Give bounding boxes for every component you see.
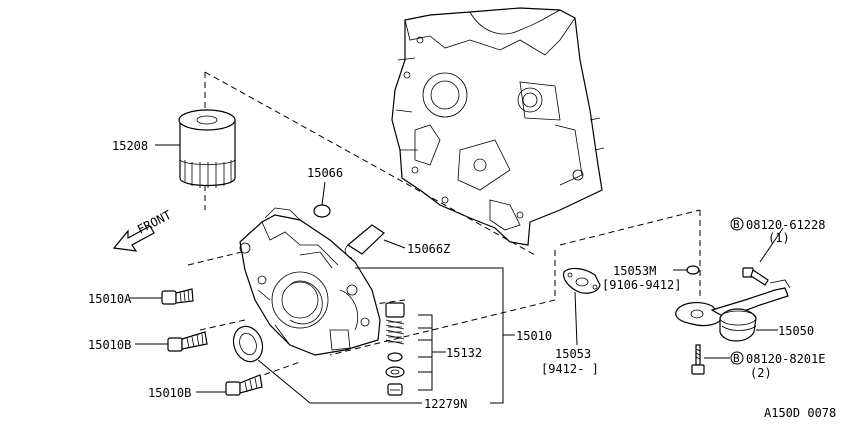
oil-pump-pipe — [344, 224, 385, 259]
strainer-gasket — [562, 267, 601, 294]
label-bolt-upper-symbol: B — [733, 218, 740, 231]
leader-o-ring — [321, 181, 326, 206]
strainer-bolt-lower — [691, 344, 705, 375]
o-ring — [313, 204, 331, 218]
b-symbol-upper — [730, 217, 744, 231]
label-oil-pump-pipe: 15066Z — [407, 242, 450, 256]
label-o-ring: 15066 — [307, 166, 343, 180]
diagram-id: A150D 0078 — [764, 406, 836, 420]
label-seal: 12279N — [424, 397, 467, 411]
label-strainer-bolt-lower-qty: (2) — [750, 366, 772, 380]
oil-pump-body — [239, 207, 381, 356]
projection-lines — [187, 71, 701, 379]
relief-valve-kit — [385, 302, 405, 396]
label-strainer-gasket: 15053 — [555, 347, 591, 361]
bolt-a — [161, 288, 194, 305]
bracket-relief-valve-kit — [418, 314, 433, 391]
label-bolt-a: 15010A — [88, 292, 132, 306]
bolt-b-upper — [167, 331, 208, 352]
label-relief-valve-kit: 15132 — [446, 346, 482, 360]
label-bolt-b-upper: 15010B — [88, 338, 131, 352]
engine-block — [391, 7, 605, 246]
leader-strainer-gasket — [574, 291, 578, 346]
label-oil-filter: 15208 — [112, 139, 148, 153]
label-oil-pump-assembly: 15010 — [516, 329, 552, 343]
strainer — [675, 279, 791, 342]
strainer-bolt-upper — [742, 267, 769, 286]
label-strainer-bolt-lower: 08120-8201E — [746, 352, 825, 366]
label-strainer-gasket-range: [9412- ] — [541, 362, 599, 376]
label-bolt-lower-symbol: B — [733, 352, 740, 365]
strainer-o-ring — [686, 265, 700, 275]
label-strainer-bolt-upper-qty: (1) — [768, 231, 790, 245]
leader-oil-pump-pipe — [383, 239, 406, 249]
label-bolt-b-lower: 15010B — [148, 386, 191, 400]
label-strainer-o-ring-range: [9106-9412] — [602, 278, 681, 292]
front-direction-arrow — [112, 225, 155, 252]
label-strainer: 15050 — [778, 324, 814, 338]
bolt-b-lower — [225, 374, 263, 396]
oil-filter — [178, 109, 236, 188]
leader-seal — [257, 359, 422, 404]
b-symbol-lower — [730, 351, 744, 365]
leader-strainer-bolt-upper — [759, 227, 784, 263]
seal — [232, 325, 264, 363]
label-strainer-o-ring: 15053M — [613, 264, 656, 278]
bracket-ticks-relief-valve-kit — [418, 327, 432, 373]
label-strainer-bolt-upper: 08120-61228 — [746, 218, 825, 232]
